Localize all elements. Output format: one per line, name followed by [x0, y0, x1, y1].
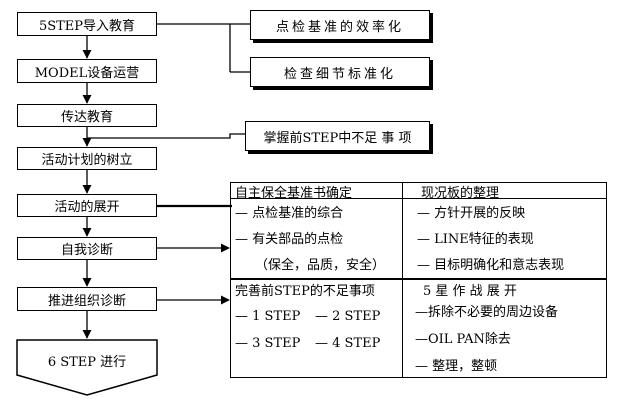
- bottom-right-header: 5 星 作 战 展 开: [423, 284, 517, 299]
- flow-step-2-label: MODEL设备运营: [34, 65, 140, 81]
- bottom-right-item-3: — 整理，整顿: [415, 359, 498, 374]
- bottom-right-item-1: —拆除不必要的周边设备: [415, 305, 559, 320]
- bottom-left-item-1: — 1 STEP: [235, 309, 301, 324]
- table-hdivider-top: [231, 198, 606, 199]
- flow-step-7-label: 推进组织诊断: [47, 293, 126, 309]
- table-vdivider: [402, 183, 403, 377]
- flow-step-3-label: 传达教育: [60, 110, 113, 125]
- flow-step-6-label: 自我诊断: [60, 243, 113, 258]
- flow-step-7: 推进组织诊断: [17, 287, 157, 311]
- flow-step-5-label: 活动的展开: [54, 200, 120, 215]
- flow-step-5: 活动的展开: [17, 194, 157, 217]
- flow-step-8-shape: [16, 339, 158, 396]
- note-standardize: 检查细节标准化: [250, 57, 430, 87]
- detail-table: 自主保全基准书确定 现况板的整理 — 点检基准的综合 — 有关部品的点检 （保全…: [230, 182, 607, 378]
- note-standardize-label: 检查细节标准化: [283, 66, 396, 82]
- top-right-item-3: — 目标明确化和意志表现: [417, 258, 565, 273]
- note-prev-step: 掌握前STEP中不足 事 项: [245, 121, 430, 151]
- flow-step-6: 自我诊断: [17, 237, 157, 260]
- bottom-left-item-2: — 2 STEP: [315, 309, 381, 324]
- top-left-item-2: — 有关部品的点检: [235, 232, 344, 247]
- top-left-item-1: — 点检基准的综合: [235, 206, 344, 221]
- flow-step-1-label: 5STEP导入教育: [38, 18, 136, 34]
- top-right-item-2: — LINE特征的表现: [417, 232, 534, 247]
- flow-step-8-label: 6 STEP 进行: [47, 354, 127, 370]
- flow-step-3: 传达教育: [17, 104, 157, 127]
- table-hdivider-mid: [231, 278, 606, 280]
- flow-step-4: 活动计划的树立: [17, 147, 157, 170]
- note-prev-step-label: 掌握前STEP中不足 事 项: [263, 130, 412, 146]
- note-efficiency: 点检基准的效率化: [250, 10, 430, 40]
- bottom-right-item-2: —OIL PAN除去: [415, 332, 511, 347]
- bottom-left-header: 完善前STEP的不足事项: [235, 284, 375, 299]
- bottom-left-item-4: — 4 STEP: [315, 336, 381, 351]
- note-efficiency-label: 点检基准的效率化: [275, 19, 404, 35]
- top-left-header: 自主保全基准书确定: [235, 186, 353, 201]
- bottom-left-item-3: — 3 STEP: [235, 336, 301, 351]
- top-right-header: 现况板的整理: [421, 186, 500, 201]
- top-left-item-3: （保全，品质，安全）: [255, 258, 386, 273]
- top-right-item-1: — 方针开展的反映: [417, 206, 526, 221]
- flow-step-8: 6 STEP 进行: [17, 348, 157, 372]
- flow-step-1: 5STEP导入教育: [17, 12, 157, 36]
- flow-step-4-label: 活动计划的树立: [41, 153, 133, 168]
- flow-step-2: MODEL设备运营: [17, 59, 157, 83]
- connector-step3-note3: [87, 133, 245, 139]
